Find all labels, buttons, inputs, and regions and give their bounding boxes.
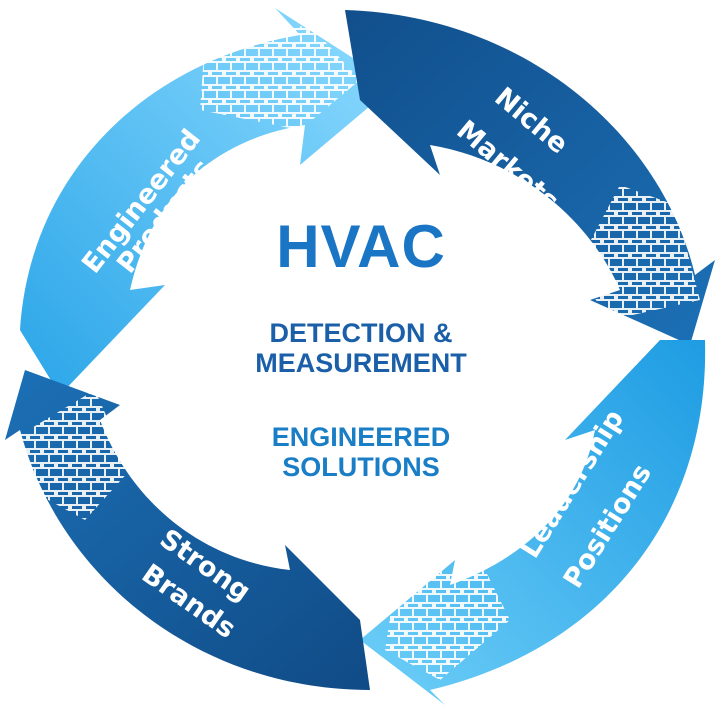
segment-strong-brands: Strong Brands: [5, 370, 370, 690]
segment-leadership-positions: Leadership Positions: [360, 340, 706, 705]
center-line-engineered: ENGINEERED: [271, 422, 451, 452]
segment-niche-markets: Niche Markets: [345, 10, 715, 345]
hatch-decoration-top-left: [200, 25, 360, 130]
hatch-decoration-top-right: [575, 185, 700, 320]
hatch-decoration-bottom-left: [20, 390, 130, 520]
center-title: HVAC: [276, 213, 446, 280]
center-line-measurement: MEASUREMENT: [255, 348, 467, 378]
center-line-solutions: SOLUTIONS: [282, 452, 440, 482]
hatch-decoration-bottom-right: [385, 560, 510, 680]
center-line-detection: DETECTION &: [269, 318, 453, 348]
